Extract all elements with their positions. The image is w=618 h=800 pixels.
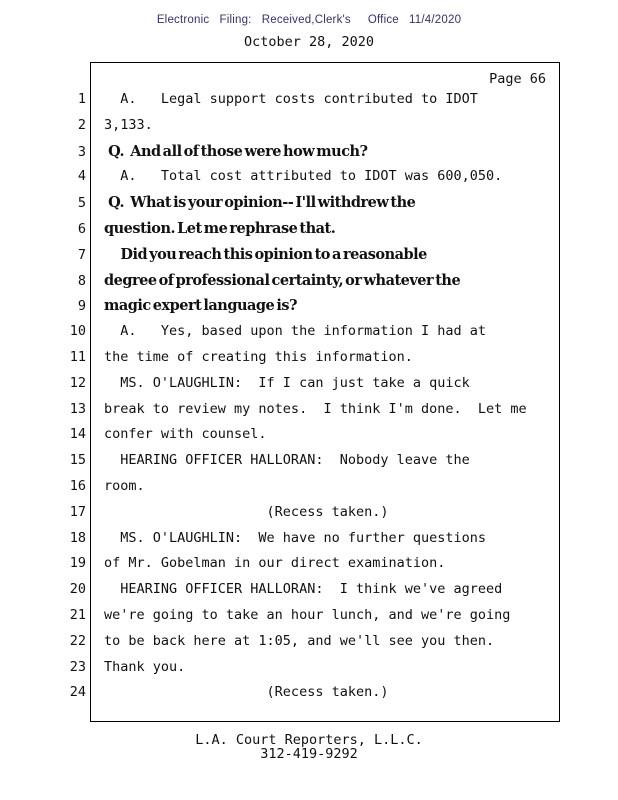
line-number: 23 [69, 658, 86, 675]
line-text: (Recess taken.) [104, 684, 389, 701]
transcript-line: 1 A. Legal support costs contributed to … [58, 91, 578, 117]
line-text: degree of professional certainty, or wha… [104, 271, 461, 289]
transcript-line: 6 question. Let me rephrase that. [58, 220, 578, 246]
line-text: MS. O'LAUGHLIN: We have no further quest… [104, 529, 487, 546]
transcript-line: 20 HEARING OFFICER HALLORAN: I think we'… [58, 581, 578, 607]
line-number: 13 [69, 400, 86, 417]
court-reporter-phone: 312-419-9292 [260, 746, 358, 762]
transcript-line: 11 the time of creating this information. [58, 349, 578, 375]
line-number: 2 [77, 116, 86, 133]
line-text: MS. O'LAUGHLIN: If I can just take a qui… [104, 374, 470, 391]
line-text: confer with counsel. [104, 426, 267, 443]
transcript-date: October 28, 2020 [243, 34, 375, 50]
line-number: 8 [77, 272, 86, 289]
line-number: 14 [69, 426, 86, 443]
line-number: 10 [69, 323, 86, 340]
page-number-label: Page 66 [489, 71, 546, 87]
transcript-line: 18 MS. O'LAUGHLIN: We have no further qu… [58, 530, 578, 556]
line-text: of Mr. Gobelman in our direct examinatio… [104, 555, 446, 572]
transcript-line: 5 Q. What is your opinion-- I'll withdre… [58, 194, 578, 220]
line-number: 4 [77, 168, 86, 185]
transcript-line: 12 MS. O'LAUGHLIN: If I can just take a … [58, 375, 578, 401]
transcript-line: 2 3,133. [58, 117, 578, 143]
transcript-line: 9 magic expert language is? [58, 297, 578, 323]
transcript-sheet: Page 66 [90, 62, 560, 722]
line-text: question. Let me rephrase that. [104, 219, 336, 237]
line-text: break to review my notes. I think I'm do… [104, 400, 527, 417]
line-number: 19 [69, 555, 86, 572]
transcript-line: 23 Thank you. [58, 659, 578, 685]
line-text: A. Total cost attributed to IDOT was 600… [104, 168, 503, 185]
line-number: 21 [69, 606, 86, 623]
transcript-line: 13 break to review my notes. I think I'm … [58, 401, 578, 427]
transcript-line: 24 (Recess taken.) [58, 684, 578, 710]
line-text: the time of creating this information. [104, 348, 413, 365]
line-text: HEARING OFFICER HALLORAN: I think we've … [104, 581, 503, 598]
transcript-line: 4 A. Total cost attributed to IDOT was 6… [58, 168, 578, 194]
line-number: 3 [77, 143, 86, 160]
transcript-line: 21 we're going to take an hour lunch, and… [58, 607, 578, 633]
transcript-line: 14 confer with counsel. [58, 426, 578, 452]
line-text: A. Legal support costs contributed to ID… [104, 91, 478, 107]
transcript-line: 8 degree of professional certainty, or wh… [58, 272, 578, 298]
transcript-line: 3 Q. And all of those were how much? [58, 143, 578, 169]
transcript-lines: 1 A. Legal support costs contributed to … [58, 91, 578, 710]
line-number: 18 [69, 529, 86, 546]
line-number: 20 [69, 581, 86, 598]
line-text: Did you reach this opinion to a reasonab… [104, 245, 427, 263]
line-number: 24 [69, 684, 86, 701]
transcript-line: 10 A. Yes, based upon the information I … [58, 323, 578, 349]
line-number: 12 [69, 374, 86, 391]
efiling-stamp: Electronic Filing: Received,Clerk's Offi… [156, 14, 462, 26]
line-text: 3,133. [104, 116, 153, 133]
transcript-line: 16 room. [58, 478, 578, 504]
line-text: A. Yes, based upon the information I had… [104, 323, 487, 340]
transcript-line: 22 to be back here at 1:05, and we'll see… [58, 633, 578, 659]
line-text: HEARING OFFICER HALLORAN: Nobody leave t… [104, 452, 470, 469]
line-number: 9 [77, 298, 86, 315]
line-text: room. [104, 477, 145, 494]
line-number: 1 [77, 91, 86, 107]
line-number: 15 [69, 452, 86, 469]
line-number: 6 [77, 220, 86, 237]
transcript-line: 15 HEARING OFFICER HALLORAN: Nobody leav… [58, 452, 578, 478]
transcript-line: 17 (Recess taken.) [58, 504, 578, 530]
line-number: 16 [69, 477, 86, 494]
court-reporter-name: L.A. Court Reporters, L.L.C. [195, 732, 423, 748]
line-text: Q. What is your opinion-- I'll withdrew … [104, 194, 416, 212]
line-number: 22 [69, 632, 86, 649]
line-text: Q. And all of those were how much? [104, 142, 368, 160]
line-text: we're going to take an hour lunch, and w… [104, 606, 511, 623]
line-number: 11 [69, 348, 86, 365]
transcript-line: 19 of Mr. Gobelman in our direct examinat… [58, 555, 578, 581]
line-text: Thank you. [104, 658, 186, 675]
transcript-line: 7 Did you reach this opinion to a reason… [58, 246, 578, 272]
line-number: 7 [77, 246, 86, 263]
line-text: (Recess taken.) [104, 503, 389, 520]
line-text: to be back here at 1:05, and we'll see y… [104, 632, 495, 649]
line-text: magic expert language is? [104, 297, 297, 315]
line-number: 17 [69, 503, 86, 520]
line-number: 5 [77, 195, 86, 212]
